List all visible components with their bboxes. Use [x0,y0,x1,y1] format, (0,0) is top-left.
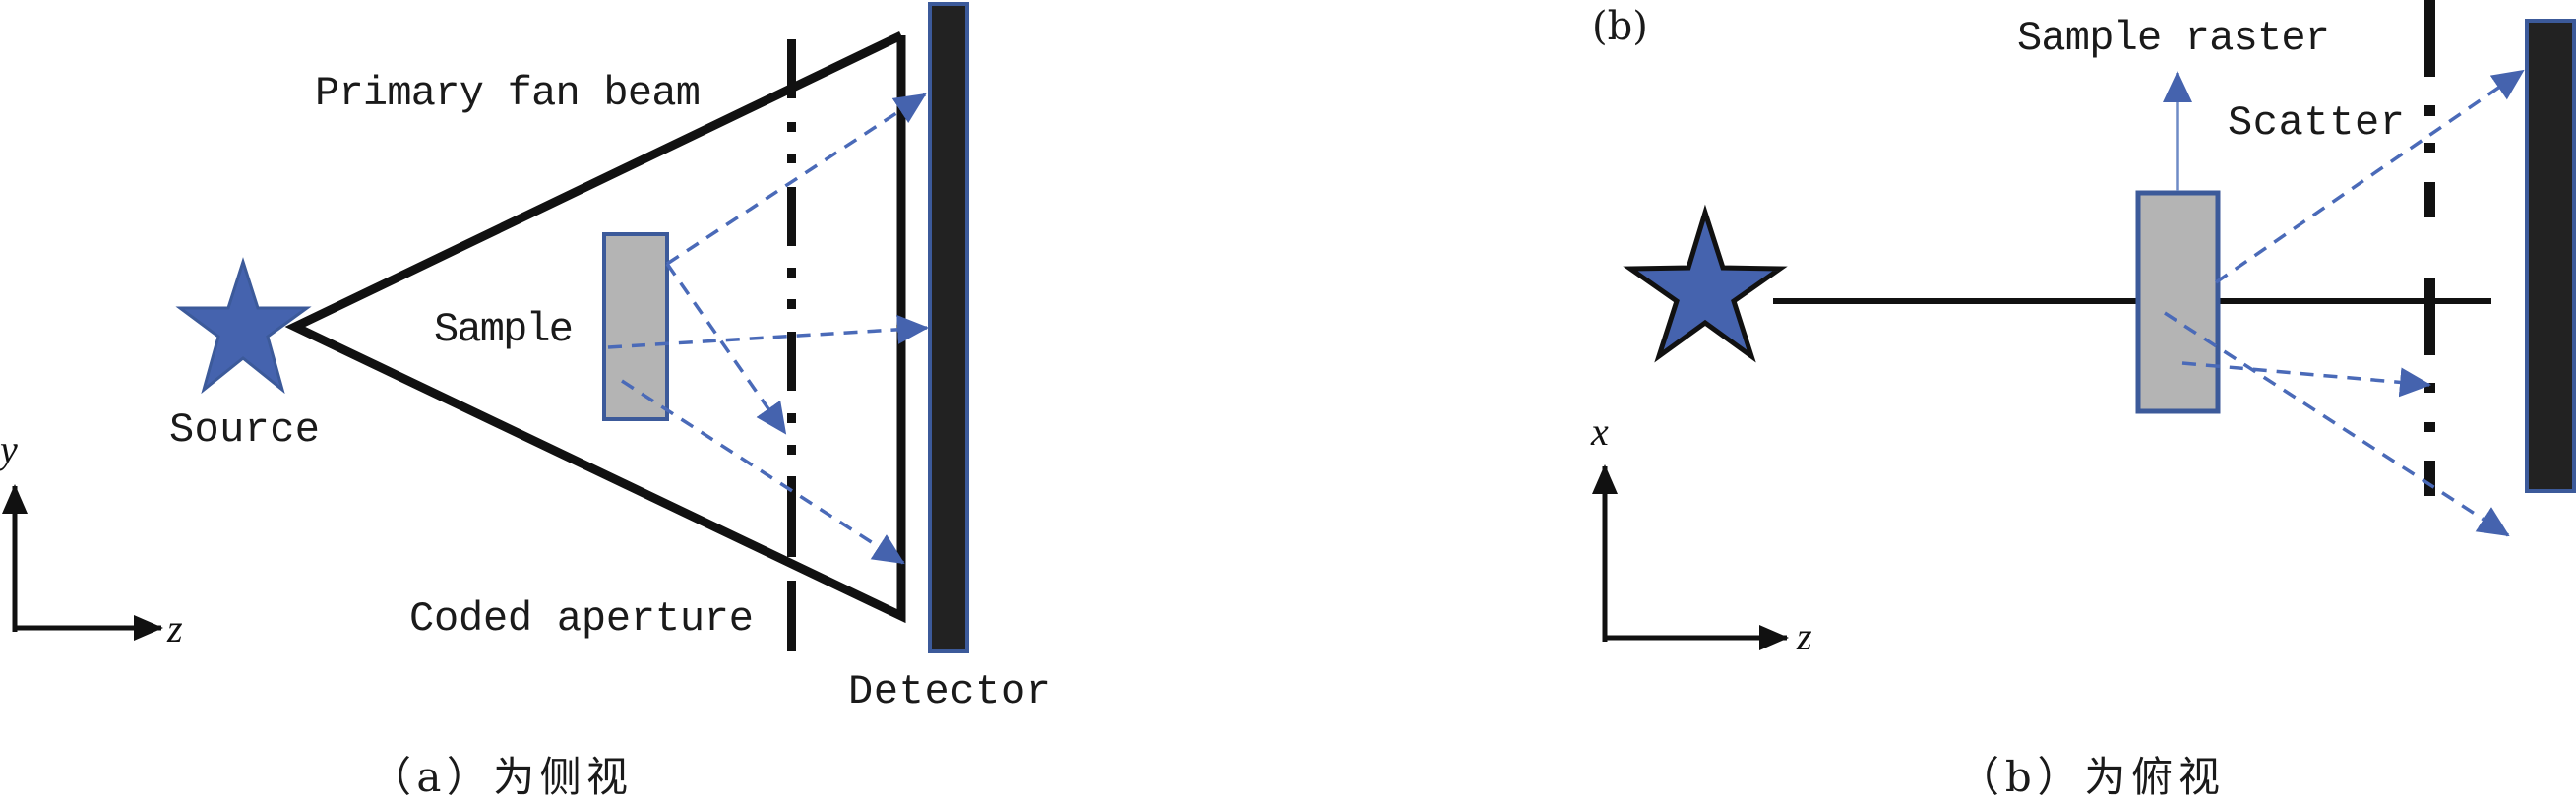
primary-fan-beam-outline [284,31,906,624]
scatter-ray [607,314,929,349]
sample-block [2135,190,2221,414]
scatter-ray [2215,69,2525,284]
scatter-ray [666,93,927,266]
x-axis-label: x [1590,409,1609,454]
panel-b-top-view: (b) [1590,0,2576,801]
source-star-icon [1623,204,1788,363]
axes-xz: x z [1590,409,1812,658]
sample-block [602,232,669,421]
source-star-icon [175,257,312,395]
coded-aperture-label: Coded aperture [409,595,754,643]
detector-label: Detector [848,668,1051,715]
detector-bar [928,2,969,653]
primary-fan-beam-label: Primary fan beam [315,70,701,117]
scatter-rays [2164,69,2525,537]
panel-b-tag: (b) [1592,4,1648,49]
sample-raster-label: Sample raster [2017,15,2330,62]
scatter-ray [621,379,905,565]
z-axis-label: z [166,606,183,650]
axes-yz: y z [0,427,183,650]
scatter-ray [2181,361,2431,398]
detector-bar [2525,19,2576,493]
scatter-ray [2164,311,2510,537]
z-axis-label: z [1796,614,1812,658]
panel-a-side-view: y z Primary fan beam Sample Source Coded… [0,2,1051,801]
scatter-ray [665,262,787,435]
source-label: Source [169,406,320,454]
coded-aperture-mask-segments [787,476,796,551]
panel-a-caption: （a）为侧视 [370,753,628,801]
scatter-rays [607,93,929,565]
coded-aperture-mask [2424,0,2435,496]
sample-label: Sample [434,306,574,353]
y-axis-label: y [0,427,18,471]
panel-b-caption: （b）为俯视 [1958,753,2220,801]
scatter-label: Scatter [2228,99,2405,147]
